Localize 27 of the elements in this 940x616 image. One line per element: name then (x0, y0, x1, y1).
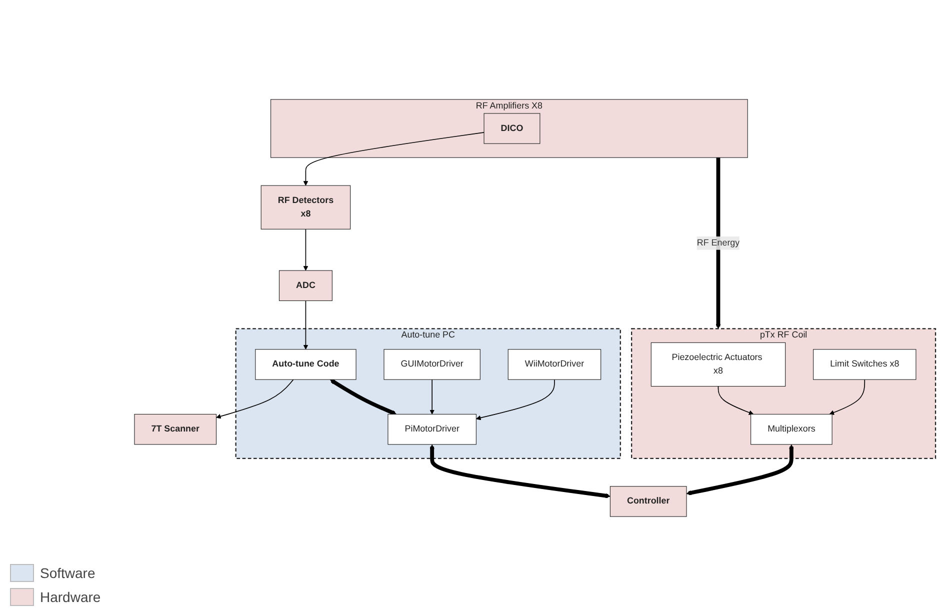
node-box: 7T Scanner (134, 414, 217, 445)
arrow (716, 158, 721, 329)
arrow (303, 132, 484, 186)
arrow (303, 228, 308, 271)
node-box: Limit Switches x8 (813, 349, 916, 380)
arrow (430, 444, 610, 498)
node-box: ADC (278, 270, 332, 301)
node-box: Piezoelectric Actuators x8 (650, 342, 786, 387)
arrow (430, 379, 435, 414)
arrow (476, 379, 555, 420)
node-box: GUIMotorDriver (384, 349, 480, 380)
node-box: RF Detectors x8 (260, 185, 351, 230)
arrow (216, 379, 294, 419)
arrow (718, 386, 754, 415)
arrow (829, 379, 866, 415)
node-box: DICO (484, 113, 540, 144)
node-box: WiiMotorDriver (508, 349, 602, 380)
arrow (303, 300, 308, 350)
edge-label: RF Energy (696, 238, 740, 248)
node-box: Auto-tune Code (255, 349, 356, 380)
arrow (330, 379, 397, 416)
node-box: PiMotorDriver (388, 414, 476, 445)
arrow (686, 444, 794, 496)
legend-label: Hardware (40, 589, 101, 605)
node-box: Multiplexors (750, 414, 832, 445)
node-box: Controller (610, 486, 687, 517)
legend-label: Software (40, 565, 96, 581)
